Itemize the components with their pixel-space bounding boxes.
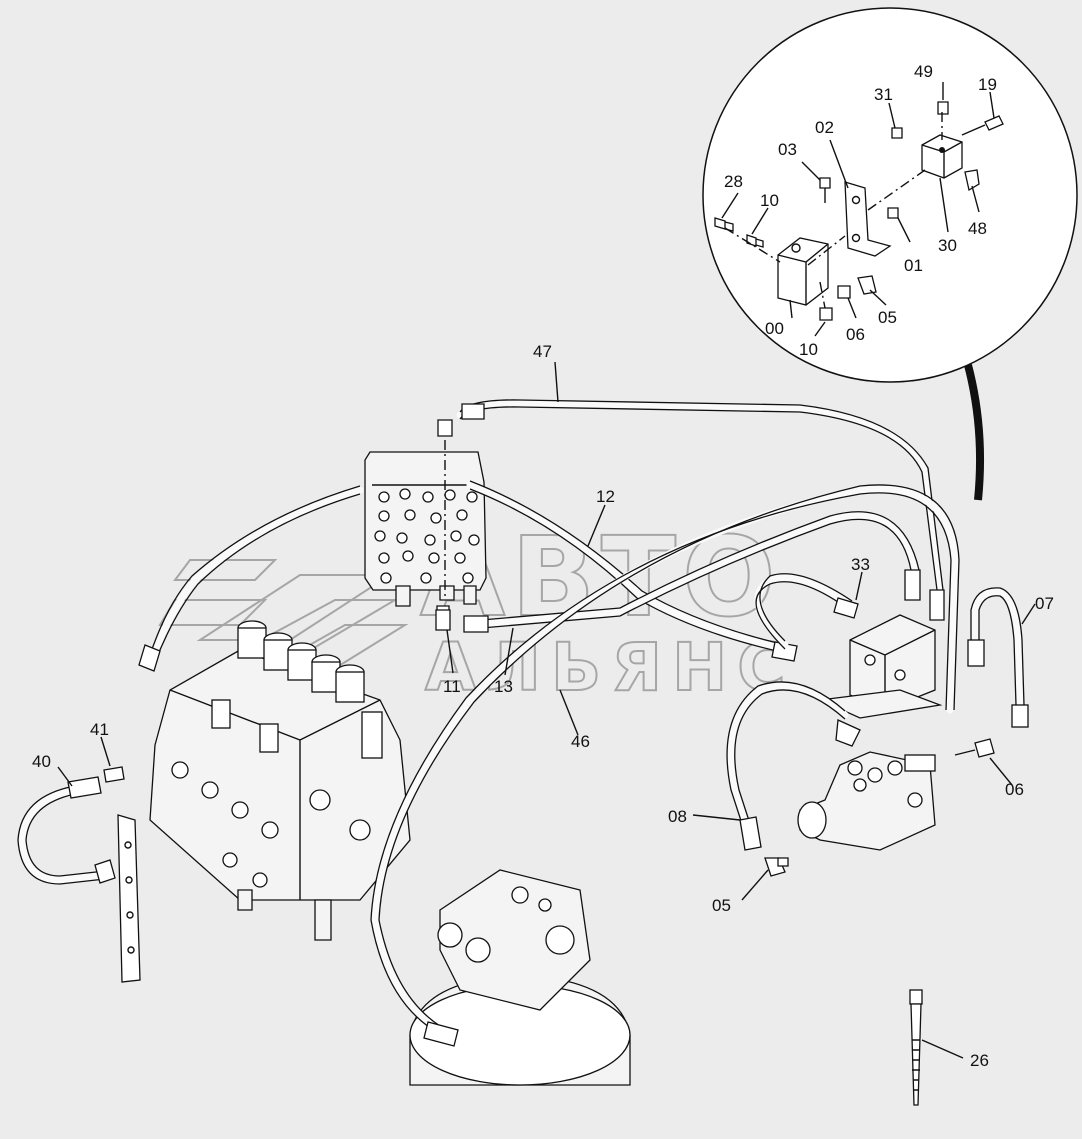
label-07: 07 [1035,594,1054,613]
detail-leaders [721,82,995,337]
label-08: 08 [668,807,687,826]
part-labels: 47 12 33 07 11 13 46 41 40 06 08 05 26 [32,342,1054,1070]
label-06-detail: 06 [846,325,865,344]
detail-view [702,7,1078,501]
label-49: 49 [914,62,933,81]
label-01: 01 [904,256,923,275]
label-47: 47 [533,342,552,361]
label-00: 00 [765,319,784,338]
label-48: 48 [968,219,987,238]
leader-lines [57,361,1036,1059]
label-03: 03 [778,140,797,159]
cable-tie [909,989,923,1106]
label-30: 30 [938,236,957,255]
label-31: 31 [874,85,893,104]
label-46: 46 [571,732,590,751]
label-10-top: 10 [760,191,779,210]
label-26: 26 [970,1051,989,1070]
label-05-detail: 05 [878,308,897,327]
solenoid-valve-assembly [817,614,943,719]
label-10-bottom: 10 [799,340,818,359]
main-control-valve [149,620,411,941]
label-33: 33 [851,555,870,574]
watermark-line2: АЛЬЯНС [425,629,796,706]
label-06-main: 06 [1005,780,1024,799]
valve-block-00 [777,237,829,306]
label-02: 02 [815,118,834,137]
label-13: 13 [494,677,513,696]
mounting-bracket [117,814,141,983]
valve-block-30 [921,134,963,179]
label-40: 40 [32,752,51,771]
spool-caps [237,620,365,703]
label-05-main: 05 [712,896,731,915]
pilot-valve-block [364,419,487,621]
directional-valve [797,751,936,851]
detail-fittings [714,101,1004,321]
label-19: 19 [978,75,997,94]
hoses [17,399,1029,1047]
valve-body-ports [171,761,371,888]
swing-motor [409,869,631,1086]
label-41: 41 [90,720,109,739]
bracket-02 [844,181,892,257]
label-11: 11 [443,677,461,696]
detail-center-lines [724,112,943,309]
detail-labels: 49 31 19 02 03 28 10 01 30 48 00 06 05 1… [724,62,997,359]
label-28: 28 [724,172,743,191]
label-12: 12 [596,487,615,506]
